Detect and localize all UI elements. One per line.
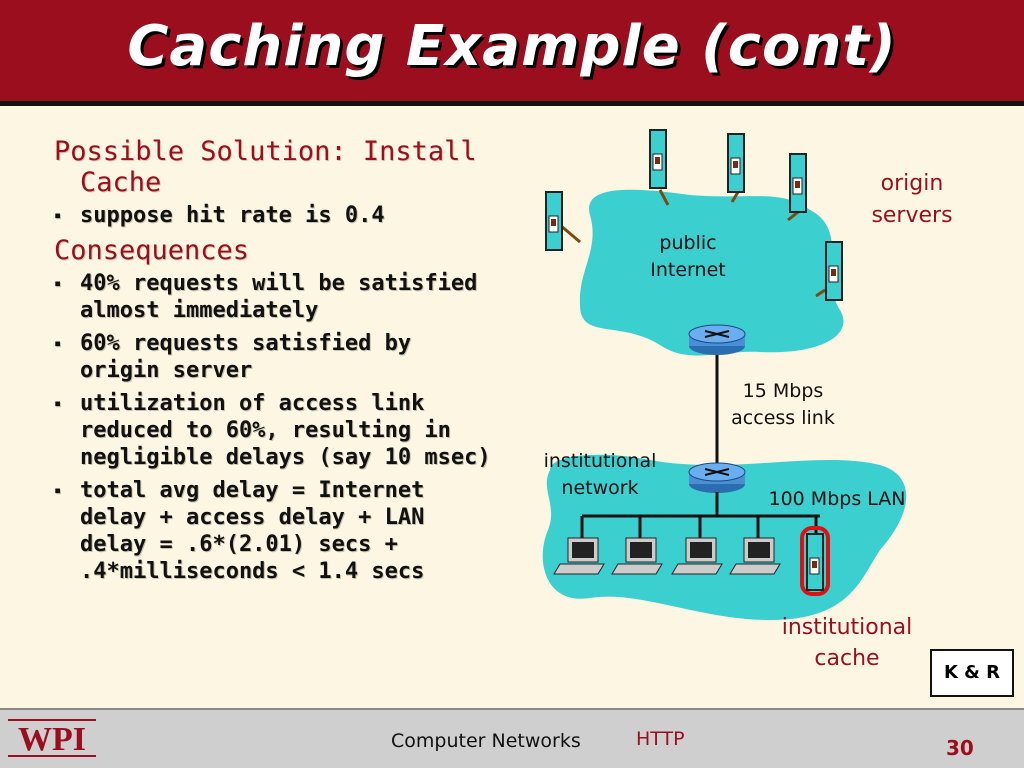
origin-servers-label-line1: origin — [880, 171, 944, 196]
access-link-label: 15 Mbps access link — [720, 378, 846, 432]
router-icon — [688, 462, 746, 493]
solution-list: suppose hit rate is 0.4 — [54, 202, 494, 229]
footer-bar — [0, 708, 1024, 768]
workstation-icon — [671, 537, 723, 575]
wpi-logo-text: WPI — [18, 721, 86, 758]
origin-server-icon — [789, 153, 807, 213]
access-link-label-line2: access link — [731, 407, 835, 429]
public-internet-cloud — [579, 189, 844, 356]
institutional-network-label-line2: network — [561, 477, 639, 499]
institutional-cache-label: institutional cache — [764, 612, 930, 674]
origin-servers-label: origin servers — [852, 168, 972, 232]
heading-consequences: Consequences — [54, 235, 250, 266]
heading-solution-line2: Cache — [80, 167, 162, 198]
origin-server-icon — [825, 241, 843, 301]
workstation-icon — [611, 537, 663, 575]
credit-box: K & R — [930, 649, 1014, 697]
institutional-cache-label-line2: cache — [814, 646, 880, 671]
access-link-label-line1: 15 Mbps — [742, 380, 824, 402]
page-number: 30 — [946, 736, 974, 760]
origin-server-icon — [727, 133, 745, 193]
workstation-icon — [729, 537, 781, 575]
heading-solution-line1: Possible Solution: Install — [54, 136, 477, 167]
workstation-icon — [553, 537, 605, 575]
title-bar — [0, 0, 1024, 106]
heading-solution: Possible Solution: Install Cache — [54, 136, 494, 198]
text-column: Possible Solution: Install Cache suppose… — [54, 136, 494, 591]
public-internet-label-line1: public — [659, 232, 717, 254]
institutional-cache-label-line1: institutional — [781, 615, 913, 640]
origin-servers-label-line2: servers — [871, 203, 953, 228]
origin-server-icon — [545, 191, 563, 251]
institutional-network-label-line1: institutional — [543, 450, 657, 472]
public-internet-label-line2: Internet — [650, 259, 726, 281]
footer-course: Computer Networks — [391, 730, 581, 752]
router-icon — [688, 324, 746, 355]
consequence-list: 40% requests will be satisfied almost im… — [54, 270, 494, 585]
bullet-item: 40% requests will be satisfied almost im… — [54, 270, 494, 324]
bullet-item: 60% requests satisfied by origin server — [54, 330, 494, 384]
origin-server-icon — [649, 129, 667, 189]
public-internet-label: public Internet — [634, 230, 742, 284]
lan-label: 100 Mbps LAN — [768, 488, 906, 510]
bullet-item: total avg delay = Internet delay + acces… — [54, 477, 494, 585]
wpi-logo: WPI — [6, 714, 98, 762]
slide-title: Caching Example (cont) — [127, 14, 897, 79]
footer-topic: HTTP — [636, 728, 685, 750]
bullet-item: suppose hit rate is 0.4 — [54, 202, 494, 229]
network-diagram — [542, 129, 907, 620]
institutional-cache-icon — [800, 526, 830, 596]
institutional-network-label: institutional network — [532, 448, 668, 502]
bullet-item: utilization of access link reduced to 60… — [54, 390, 494, 471]
server-links — [559, 189, 826, 298]
